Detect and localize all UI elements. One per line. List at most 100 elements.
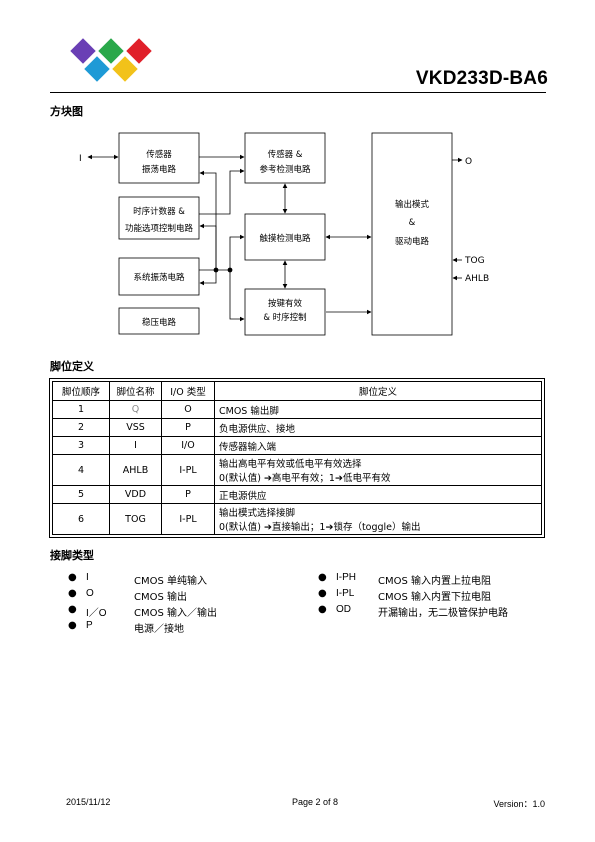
pin-type-desc: CMOS 输入内置下拉电阻 — [378, 592, 492, 603]
pin-type-desc: CMOS 输出 — [134, 592, 188, 603]
table-row: 2 VSS P 负电源供应、接地 — [52, 418, 542, 437]
pin-name: VDD — [109, 485, 162, 504]
section-block-diagram: 方块图 — [50, 105, 83, 118]
table-row: 6 TOG I-PL 输出模式选择接脚 0(默认值) ➔直接输出；1➔锁存（to… — [52, 503, 542, 535]
pin-type-name: I-PL — [336, 588, 355, 599]
pin-name: I — [109, 436, 162, 455]
bullet-icon: ● — [318, 604, 327, 615]
list-item: ● I CMOS 单纯输入 — [68, 572, 268, 588]
pin-definition: CMOS 输出脚 — [214, 400, 542, 419]
touch-detect-block — [244, 213, 326, 261]
pin-io: I-PL — [161, 503, 215, 535]
table-row: 3 I I/O 传感器输入端 — [52, 436, 542, 455]
output-label-2: & — [409, 218, 416, 228]
pin-name: VSS — [109, 418, 162, 437]
pin-io: I/O — [161, 436, 215, 455]
table-row: 4 AHLB I-PL 输出高电平有效或低电平有效选择 0(默认值) ➔高电平有… — [52, 454, 542, 486]
pin-types-left-list: ● I CMOS 单纯输入 ● O CMOS 输出 ● I／O CMOS 输入／… — [68, 572, 268, 636]
section-pin-definition: 脚位定义 — [50, 360, 94, 373]
bullet-icon: ● — [68, 620, 77, 631]
sensor-ref-label-2: 参考检测电路 — [259, 164, 311, 175]
key-valid-label-1: 按键有效 — [268, 298, 303, 309]
pin-no: 6 — [52, 503, 110, 535]
col-header-definition: 脚位定义 — [214, 381, 542, 401]
timer-counter-label-1: 时序计数器 & — [133, 206, 185, 217]
pin-type-desc: CMOS 输入／输出 — [134, 608, 218, 619]
sensor-ref-block — [244, 132, 326, 184]
pin-definition-line: 0(默认值) ➔高电平有效；1➔低电平有效 — [219, 473, 391, 484]
bullet-icon: ● — [318, 572, 327, 583]
pin-definition-line: 输出模式选择接脚 — [219, 508, 296, 519]
bullet-icon: ● — [68, 588, 77, 599]
pin-types-right-list: ● I-PH CMOS 输入内置上拉电阻 ● I-PL CMOS 输入内置下拉电… — [318, 572, 548, 620]
pin-type-name: O — [86, 588, 94, 599]
pin-type-name: P — [86, 620, 93, 631]
footer-version: Version：1.0 — [493, 799, 545, 809]
pin-io: P — [161, 485, 215, 504]
key-valid-block — [244, 288, 326, 336]
pin-no: 1 — [52, 400, 110, 419]
regulator-block — [118, 307, 200, 335]
pin-definition: 传感器输入端 — [214, 436, 542, 455]
pin-no: 4 — [52, 454, 110, 486]
system-osc-block — [118, 257, 200, 296]
sensor-ref-label-1: 传感器 & — [268, 149, 303, 160]
pin-name: Q — [131, 404, 140, 415]
pin-label-o: O — [465, 157, 472, 167]
pin-definition-line: 0(默认值) ➔直接输出；1➔锁存（toggle）输出 — [219, 522, 421, 533]
block-diagram: 传感器 振荡电路 时序计数器 & 功能选项控制电路 系统振荡电路 稳压电路 传感… — [79, 132, 489, 336]
touch-detect-label: 触摸检测电路 — [259, 233, 311, 244]
table-row: 5 VDD P 正电源供应 — [52, 485, 542, 504]
col-header-name: 脚位名称 — [109, 381, 162, 401]
table-header-row: 脚位顺序 脚位名称 I/O 类型 脚位定义 — [52, 381, 542, 401]
output-label-3: 驱动电路 — [395, 236, 430, 247]
pin-type-desc: 开漏输出，无二极管保护电路 — [378, 608, 508, 619]
pin-label-tog: TOG — [464, 256, 485, 266]
pin-io: P — [161, 418, 215, 437]
pin-type-name: OD — [336, 604, 351, 615]
section-pin-type: 接脚类型 — [50, 549, 94, 562]
pin-definition: 输出高电平有效或低电平有效选择 0(默认值) ➔高电平有效；1➔低电平有效 — [214, 454, 542, 486]
pin-definition-line: 输出高电平有效或低电平有效选择 — [219, 459, 362, 470]
list-item: ● I／O CMOS 输入／输出 — [68, 604, 268, 620]
key-valid-label-2: & 时序控制 — [263, 312, 306, 323]
regulator-label: 稳压电路 — [142, 317, 177, 328]
document-title: VKD233D-BA6 — [415, 68, 548, 89]
sensor-osc-block — [118, 132, 200, 184]
pin-type-desc: CMOS 单纯输入 — [134, 576, 208, 587]
pin-label-i: I — [79, 154, 82, 164]
list-item: ● O CMOS 输出 — [68, 588, 268, 604]
bullet-icon: ● — [318, 588, 327, 599]
pin-type-name: I — [86, 572, 89, 583]
header-rule — [50, 92, 546, 93]
pin-type-desc: CMOS 输入内置上拉电阻 — [378, 576, 492, 587]
bullet-icon: ● — [68, 604, 77, 615]
col-header-io: I/O 类型 — [161, 381, 215, 401]
timer-counter-block — [118, 196, 200, 240]
list-item: ● OD 开漏输出，无二极管保护电路 — [318, 604, 548, 620]
footer-date: 2015/11/12 — [66, 797, 111, 807]
pin-io: O — [161, 400, 215, 419]
col-header-order: 脚位顺序 — [52, 381, 110, 401]
sensor-osc-label-1: 传感器 — [146, 149, 172, 160]
pin-definition: 输出模式选择接脚 0(默认值) ➔直接输出；1➔锁存（toggle）输出 — [214, 503, 542, 535]
table-row: 1 Q O CMOS 输出脚 — [52, 400, 542, 419]
bullet-icon: ● — [68, 572, 77, 583]
pin-no: 5 — [52, 485, 110, 504]
pin-io: I-PL — [161, 454, 215, 486]
pin-name: TOG — [109, 503, 162, 535]
list-item: ● I-PL CMOS 输入内置下拉电阻 — [318, 588, 548, 604]
pin-no: 3 — [52, 436, 110, 455]
pin-definition: 负电源供应、接地 — [214, 418, 542, 437]
pin-definition: 正电源供应 — [214, 485, 542, 504]
pin-type-name: I-PH — [336, 572, 356, 583]
pin-no: 2 — [52, 418, 110, 437]
output-label-1: 输出模式 — [395, 199, 430, 210]
pin-definition-table: 脚位顺序 脚位名称 I/O 类型 脚位定义 1 Q O CMOS 输出脚 2 V… — [49, 378, 545, 538]
pin-label-ahlb: AHLB — [465, 274, 489, 284]
system-osc-label: 系统振荡电路 — [133, 272, 185, 283]
output-block — [371, 132, 453, 336]
pin-type-name: I／O — [86, 608, 107, 619]
timer-counter-label-2: 功能选项控制电路 — [125, 223, 194, 234]
list-item: ● P 电源／接地 — [68, 620, 268, 636]
